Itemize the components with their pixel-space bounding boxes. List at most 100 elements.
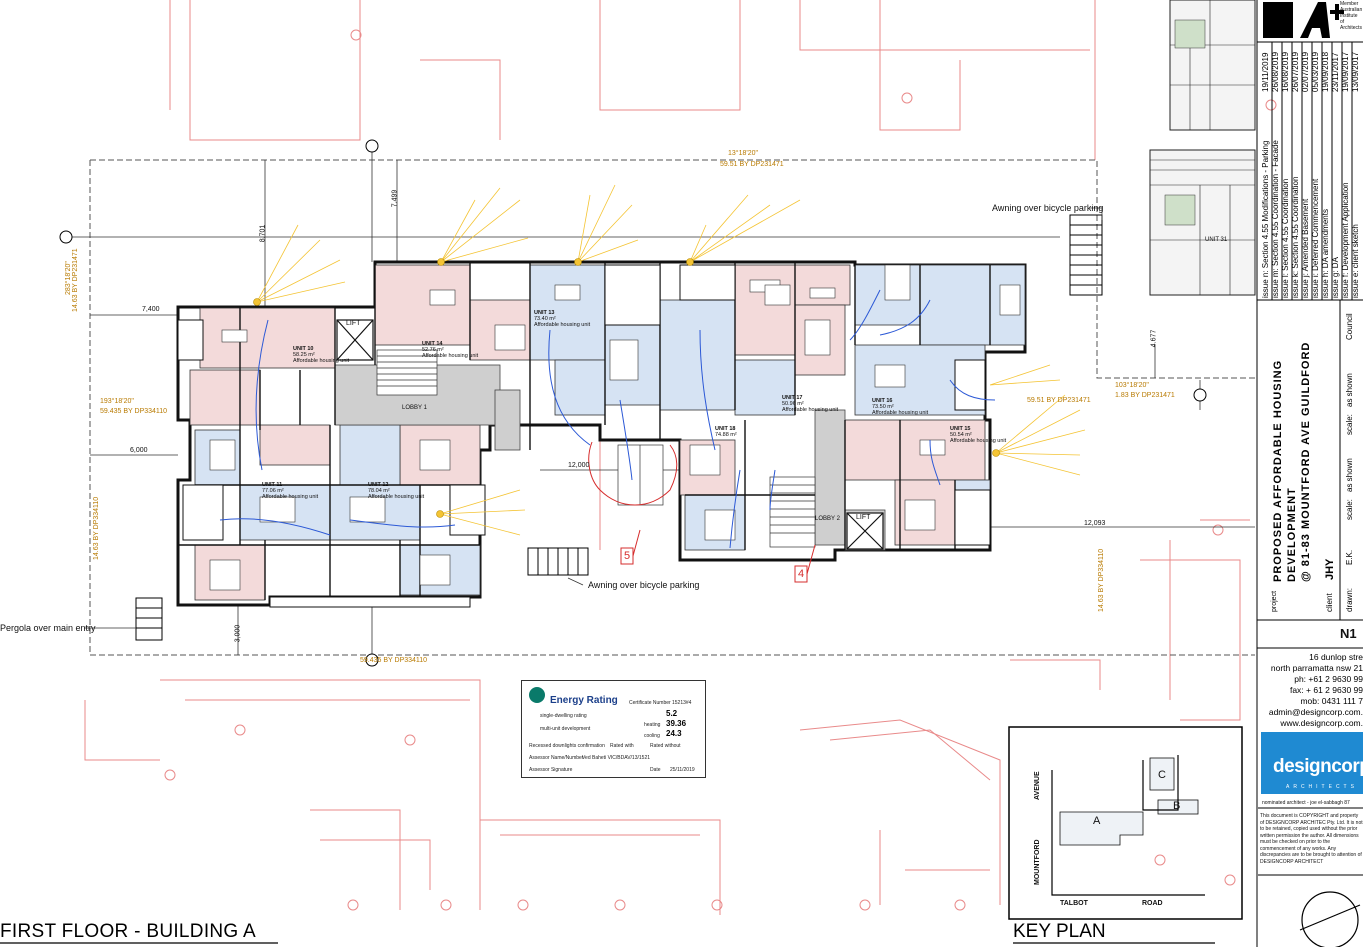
council-label: Council (1345, 313, 1354, 340)
dim-12000: 12,000 (568, 462, 590, 469)
boundary-right-bearing: 103°18'20" (1115, 382, 1149, 389)
drawing-title: FIRST FLOOR - BUILDING A (0, 921, 256, 942)
dim-4677: 4.677 (1150, 329, 1158, 348)
issue-date: 19/09/2018 (1321, 51, 1330, 92)
drawn-label: drawn: (1345, 587, 1354, 612)
issue-date: 02/07/2019 (1301, 51, 1310, 92)
scale-label: scale: (1345, 499, 1354, 520)
markers (164, 29, 1277, 911)
dim-3000: 3,000 (234, 624, 242, 643)
lobby1-label: LOBBY 1 (402, 405, 427, 411)
date-value: 25/11/2019 (670, 767, 695, 773)
issue-row: issue n: Section 4.55 Modifications - Pa… (1261, 140, 1270, 298)
boundary-top-bearing: 13°18'20" (728, 150, 758, 157)
issue-date: 19/09/2017 (1341, 51, 1350, 92)
balconies (177, 264, 991, 608)
rated-with-label: Rated with (610, 743, 634, 749)
cooling-label: cooling (644, 733, 660, 739)
key-avenue: AVENUE (1034, 771, 1041, 800)
nathers-logo-icon (529, 687, 545, 703)
date-label: Date (650, 767, 661, 773)
sheet-number: N1 (1340, 626, 1357, 641)
downlight-label: Recessed downlights confirmation (529, 743, 605, 749)
star-rating: 5.2 (666, 709, 678, 718)
cert-number-label: Certificate Number (629, 700, 671, 706)
issue-date: 16/08/2019 (1281, 51, 1290, 92)
sun-points (253, 258, 1000, 518)
heating-value: 39.36 (666, 719, 687, 728)
boundary-left-bearing: 193°18'20" (100, 398, 134, 405)
issue-date: 19/11/2019 (1261, 52, 1270, 92)
unit31-label: UNIT 31 (1205, 237, 1228, 243)
left-top-bearing: 283°18'20" (65, 261, 72, 295)
awning-bottom-label: Awning over bicycle parking (588, 580, 700, 590)
lobby2-label: LOBBY 2 (815, 516, 840, 522)
issue-row: issue f: Development Application (1341, 182, 1350, 298)
blue-paths (219, 289, 996, 549)
signature-label: Assessor Signature (529, 767, 573, 773)
key-mountford: MOUNTFORD (1034, 839, 1041, 886)
energy-rating-certificate: Energy Rating Certificate Number 15213#4… (521, 680, 706, 778)
revision-tag-5: 5 (624, 550, 631, 562)
single-dwelling-label: single-dwelling rating (540, 713, 587, 719)
aia-logo (1263, 2, 1344, 38)
key-road: ROAD (1142, 900, 1163, 907)
dim-12093: 12,093 (1084, 520, 1106, 527)
dim-7499: 7.499 (391, 189, 399, 208)
lift2-label: LIFT (856, 514, 871, 521)
issue-row: issue g: DA (1331, 257, 1340, 298)
left-top-vertical: 14.63 BY DP231471 (72, 248, 79, 312)
fax-text: fax: + 61 2 9630 99 (1289, 685, 1363, 695)
issue-date: 05/03/2019 (1311, 51, 1320, 92)
title-block-frame (1256, 0, 1363, 947)
cooling-value: 24.3 (666, 729, 682, 738)
issue-row: issue e: client sketch (1351, 224, 1360, 298)
issue-date: 26/07/2019 (1291, 51, 1300, 92)
revision-tags (588, 441, 816, 583)
firm-sub: ARCHITECTS (1286, 784, 1358, 790)
energy-rating-title: Energy Rating (550, 695, 618, 706)
boundary-top-label: 59.51 BY DP231471 (720, 161, 784, 168)
issue-row: issue l: Section 4.55 Coordination (1281, 178, 1290, 298)
revision-tag-4: 4 (798, 568, 805, 580)
aia-member-text: Member Australian Institute of Architect… (1340, 1, 1363, 31)
key-talbot: TALBOT (1060, 900, 1088, 907)
boundary-right2-label: 1.83 BY DP231471 (1115, 392, 1175, 399)
pergola-label: Pergola over main entry (0, 623, 96, 633)
stairs (376, 349, 816, 548)
key-block-b: B (1173, 800, 1181, 812)
project-label: project (1271, 590, 1278, 612)
project-line2: DEVELOPMENT (1286, 487, 1298, 582)
lift1-label: LIFT (346, 320, 361, 327)
awning-top-label: Awning over bicycle parking (992, 203, 1104, 213)
project-line3: @ 81-83 MOUNTFORD AVE GUILDFORD (1300, 341, 1312, 582)
key-block-a: A (1093, 815, 1101, 827)
left-bottom-vertical: 14.63 BY DP334110 (93, 496, 100, 560)
issue-date: 23/11/2017 (1331, 52, 1340, 92)
issue-row: issue k: Section 4.55 Coordination (1291, 176, 1300, 298)
address-line1: 16 dunlop stre (1309, 652, 1363, 662)
web-text: www.designcorp.com. (1280, 718, 1363, 728)
interior-walls (178, 262, 991, 600)
multi-unit-label: multi-unit development (540, 726, 591, 732)
email-text: admin@designcorp.com. (1268, 707, 1363, 717)
lift-shafts (336, 319, 884, 550)
sun-rays (256, 184, 1086, 536)
key-block-c: C (1158, 769, 1166, 781)
key-plan-title: KEY PLAN (1013, 921, 1106, 942)
awning-hatches (135, 214, 1103, 641)
assessor-label: Assessor Name/Number (529, 755, 584, 761)
dim-6000: 6,000 (130, 447, 148, 454)
drawn-value: E.K. (1345, 549, 1354, 565)
client-value: JHY (1324, 558, 1336, 580)
scale2-value: as shown (1345, 373, 1354, 407)
rooms-pink (189, 264, 986, 601)
boundary-bottom-label: 59.435 BY DP334110 (360, 657, 428, 664)
